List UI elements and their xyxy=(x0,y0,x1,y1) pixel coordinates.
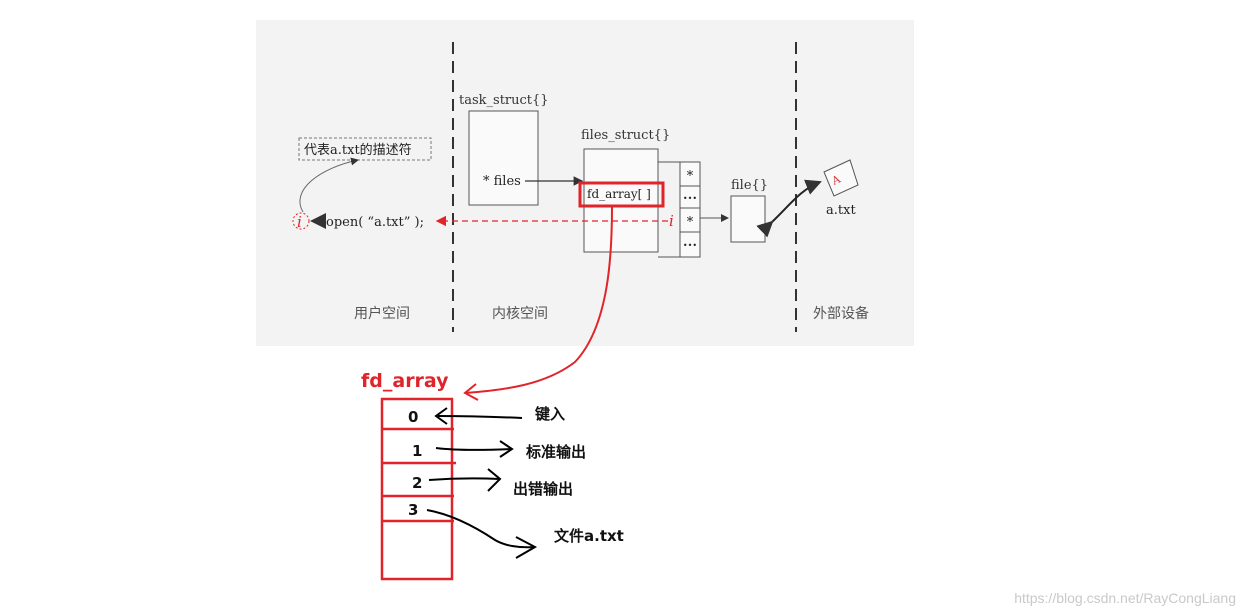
file-struct-label: file{} xyxy=(731,178,768,193)
fd-row-arrowhead xyxy=(434,407,448,425)
open-call: open( “a.txt” ); xyxy=(326,215,424,230)
fd-array-cell-label: fd_array[ ] xyxy=(587,187,651,201)
files-struct-box xyxy=(583,148,659,253)
fd-array-highlight xyxy=(578,181,665,208)
pointer-cell-text: ••• xyxy=(683,194,697,203)
fd-array-link-arrowhead xyxy=(463,383,479,401)
fd-index: 1 xyxy=(412,442,422,460)
watermark: https://blog.csdn.net/RayCongLiang xyxy=(1014,590,1236,606)
region-label-device: 外部设备 xyxy=(813,305,869,322)
pointer-cell-text: * xyxy=(687,215,694,230)
device-file-label: a.txt xyxy=(826,203,856,218)
region-label-kernel: 内核空间 xyxy=(492,306,548,322)
pointer-cell-text: ••• xyxy=(683,241,697,250)
fd-target: 文件a.txt xyxy=(554,527,624,545)
document-icon: A xyxy=(823,159,859,197)
descriptor-note: 代表a.txt的描述符 xyxy=(304,142,412,158)
fd-row-arrow xyxy=(426,509,535,549)
fd-array-title: fd_array xyxy=(361,370,449,392)
file-struct-box xyxy=(730,195,766,243)
files-pointer-label: * files xyxy=(483,174,521,189)
files-struct-label: files_struct{} xyxy=(581,128,670,143)
descriptor-note-box xyxy=(298,137,432,161)
fd-row-arrowhead xyxy=(499,440,514,458)
fd-row-arrowhead xyxy=(515,536,538,559)
fd-target: 标准输出 xyxy=(525,443,586,461)
pointer-cell xyxy=(679,231,701,258)
task-struct-box xyxy=(468,110,539,206)
fd-row-arrow xyxy=(428,477,501,481)
task-struct-label: task_struct{} xyxy=(459,93,549,108)
fd-target: 键入 xyxy=(534,405,565,423)
fd-index: 0 xyxy=(408,408,418,426)
descriptor-symbol: i xyxy=(297,213,302,231)
fd-row-arrowhead xyxy=(487,468,502,492)
fd-target: 出错输出 xyxy=(513,480,573,498)
fd-index: 3 xyxy=(408,501,418,519)
fd-index: 2 xyxy=(412,474,422,492)
fd-array-table xyxy=(380,397,456,581)
fd-row: 2 出错输出 xyxy=(412,468,573,498)
fd-array-link xyxy=(464,205,613,394)
descriptor-note-connector xyxy=(299,157,359,213)
index-symbol: i xyxy=(669,212,674,230)
pointer-cells: * ••• * ••• xyxy=(658,161,701,258)
fd-row: 0 键入 xyxy=(408,405,565,426)
fd-row: 1 标准输出 xyxy=(412,440,586,461)
region-label-user: 用户空间 xyxy=(354,305,410,322)
descriptor-circle xyxy=(292,212,310,230)
fd-row-arrow xyxy=(437,415,523,419)
fd-row: 3 文件a.txt xyxy=(408,501,624,559)
kernel-space-figure: 用户空间 内核空间 外部设备 task_struct{} * files fil… xyxy=(256,20,914,346)
file-device-link xyxy=(756,179,822,238)
fd-row-arrow xyxy=(435,447,513,451)
pointer-cell-text: * xyxy=(687,169,694,184)
